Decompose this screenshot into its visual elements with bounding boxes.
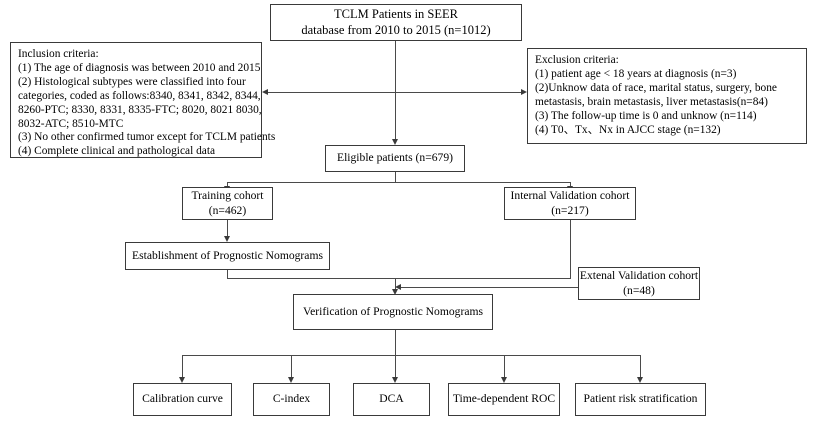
training-line-2: (n=462) (208, 203, 247, 217)
node-source-database: TCLM Patients in SEER database from 2010… (270, 4, 522, 41)
arrowhead-to-inclusion (262, 88, 268, 95)
node-outcome-time-dependent-roc: Time-dependent ROC (448, 383, 560, 416)
connector-cohort-bus (227, 182, 571, 183)
establishment-label: Establishment of Prognostic Nomograms (132, 248, 323, 262)
arrowhead-to-outcome-1 (287, 377, 294, 383)
connector-bus-to-outcome-0 (182, 355, 183, 378)
arrowhead-to-outcome-4 (636, 377, 643, 383)
node-outcome-calibration-curve: Calibration curve (133, 383, 232, 416)
connector-criteria-left (268, 92, 396, 93)
exclusion-line-2: (2)Unknow data of race, marital status, … (535, 81, 777, 94)
connector-bus-to-outcome-4 (640, 355, 641, 378)
inclusion-line-3: categories, coded as follows:8340, 8341,… (18, 89, 261, 102)
external-validation-line-1: Extenal Validation cohort (579, 269, 699, 283)
connector-source-to-eligible (395, 41, 396, 139)
exclusion-line-1: (1) patient age < 18 years at diagnosis … (535, 67, 737, 80)
exclusion-line-4: (3) The follow-up time is 0 and unknow (… (535, 109, 757, 122)
inclusion-line-4: 8260-PTC; 8330, 8331, 8335-FTC; 8020, 80… (18, 103, 262, 116)
connector-bus-to-outcome-1 (291, 355, 292, 378)
inclusion-line-7: (4) Complete clinical and pathological d… (18, 145, 216, 158)
source-line-1: TCLM Patients in SEER (334, 7, 458, 22)
arrowhead-to-outcome-0 (178, 377, 185, 383)
inclusion-line-2: (2) Histological subtypes were classifie… (18, 75, 246, 88)
connector-verification-stem (395, 330, 396, 355)
connector-eligible-stem (395, 172, 396, 182)
connector-external-validation-to-verification (401, 287, 578, 288)
arrowhead-external-validation (395, 283, 401, 290)
training-line-1: Training cohort (191, 189, 264, 203)
node-outcome-dca: DCA (353, 383, 430, 416)
outcome-label-3: Time-dependent ROC (452, 392, 556, 406)
node-exclusion-criteria: Exclusion criteria: (1) patient age < 18… (527, 48, 807, 144)
connector-bus-to-outcome-2 (395, 355, 396, 378)
connector-outcomes-bus (182, 355, 641, 356)
connector-training-to-establishment (227, 220, 228, 237)
arrowhead-to-exclusion (521, 88, 527, 95)
node-internal-validation-cohort: Internal Validation cohort (n=217) (504, 187, 636, 220)
external-validation-line-2: (n=48) (623, 283, 655, 297)
connector-establishment-drop (227, 270, 228, 279)
internal-validation-line-1: Internal Validation cohort (510, 189, 630, 203)
connector-bus-to-internal (570, 182, 571, 187)
exclusion-line-0: Exclusion criteria: (535, 54, 619, 66)
node-outcome-c-index: C-index (253, 383, 330, 416)
outcome-label-1: C-index (272, 392, 311, 406)
node-training-cohort: Training cohort (n=462) (182, 187, 273, 220)
node-verification-of-nomograms: Verification of Prognostic Nomograms (293, 294, 493, 330)
arrowhead-to-establishment (223, 236, 230, 242)
connector-bus-to-training (227, 182, 228, 187)
node-inclusion-criteria: Inclusion criteria: (1) The age of diagn… (10, 42, 276, 158)
arrowhead-to-outcome-2 (391, 377, 398, 383)
eligible-label: Eligible patients (n=679) (336, 151, 453, 165)
node-establishment-of-nomograms: Establishment of Prognostic Nomograms (125, 242, 330, 270)
outcome-label-0: Calibration curve (142, 392, 223, 406)
internal-validation-line-2: (n=217) (551, 203, 589, 217)
node-eligible-patients: Eligible patients (n=679) (325, 145, 465, 172)
connector-bus-to-outcome-3 (504, 355, 505, 378)
outcome-label-2: DCA (379, 392, 404, 406)
arrowhead-to-eligible (391, 139, 398, 145)
arrowhead-to-verification (391, 289, 398, 295)
connector-criteria-right (395, 92, 521, 93)
inclusion-line-6: (3) No other confirmed tumor except for … (18, 131, 276, 144)
source-line-2: database from 2010 to 2015 (n=1012) (301, 22, 491, 37)
outcome-label-4: Patient risk stratification (583, 392, 698, 406)
node-external-validation-cohort: Extenal Validation cohort (n=48) (578, 267, 700, 300)
node-outcome-patient-risk-stratification: Patient risk stratification (575, 383, 706, 416)
exclusion-line-5: (4) T0、Tx、Nx in AJCC stage (n=132) (535, 123, 721, 136)
inclusion-line-1: (1) The age of diagnosis was between 201… (18, 61, 261, 74)
inclusion-line-5: 8032-ATC; 8510-MTC (18, 117, 124, 130)
arrowhead-to-outcome-3 (500, 377, 507, 383)
connector-internal-validation-drop (570, 220, 571, 279)
exclusion-line-3: metastasis, brain metastasis, liver meta… (535, 95, 768, 108)
connector-merge-bus (227, 278, 571, 279)
inclusion-line-0: Inclusion criteria: (18, 48, 99, 60)
verification-label: Verification of Prognostic Nomograms (303, 304, 483, 318)
